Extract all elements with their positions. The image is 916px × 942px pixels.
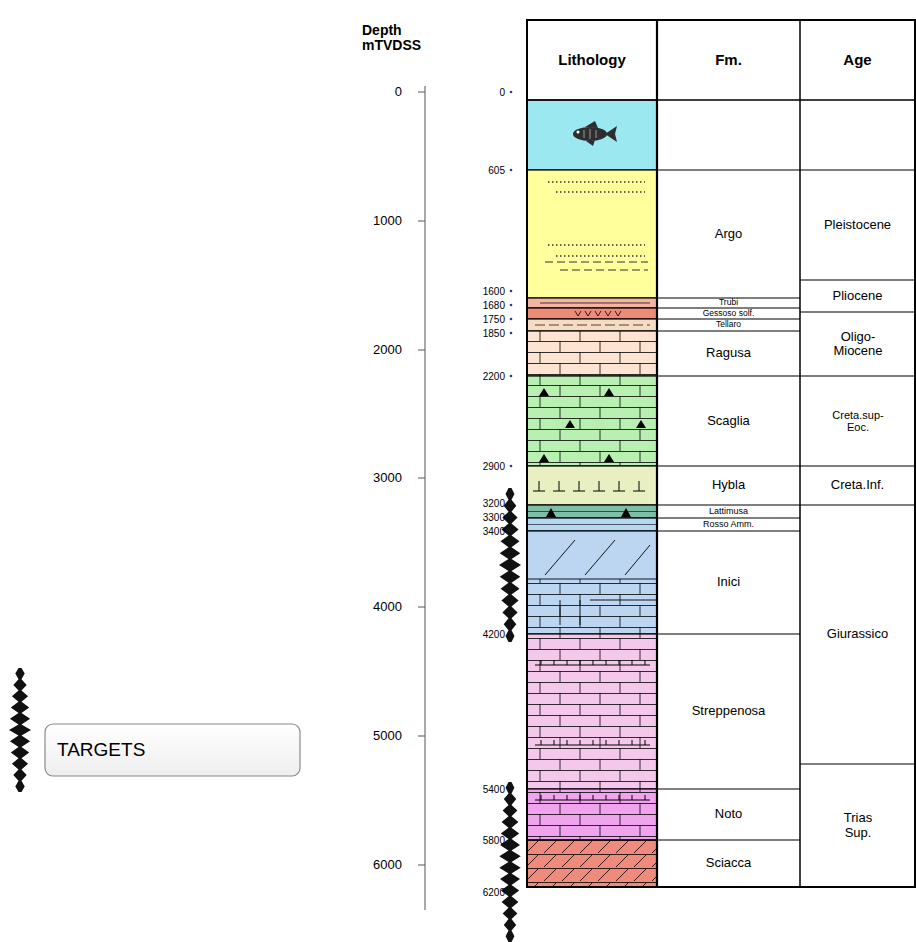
column-header: Lithology	[527, 20, 657, 100]
age-name: Oligo- Miocene	[820, 312, 896, 376]
formation-name: Hybla	[657, 466, 800, 505]
target-symbols	[9, 488, 521, 942]
depth-tick-label: 4000	[336, 598, 402, 616]
formation-name: Inici	[657, 531, 800, 634]
target-symbol	[499, 488, 521, 642]
lithology-patterns	[527, 182, 657, 887]
age-name: Pliocene	[800, 280, 915, 312]
age-name: Pleistocene	[800, 170, 915, 280]
depth-marker: 2200	[440, 370, 505, 382]
age-name: Creta.sup- Eoc.	[825, 376, 891, 466]
formation-name: Rosso Amm.	[657, 518, 800, 531]
table-grid	[527, 20, 915, 887]
formation-name: Ragusa	[657, 331, 800, 376]
depth-axis	[418, 86, 425, 910]
depth-marker: 3400	[440, 525, 505, 537]
target-symbol	[9, 668, 31, 792]
depth-marker: 2900	[440, 460, 505, 472]
age-name: Creta.Inf.	[800, 466, 915, 505]
fish-icon	[573, 121, 617, 146]
depth-tick-label: 0	[336, 83, 402, 101]
age-name: Giurassico	[800, 505, 915, 764]
depth-tick-label: 2000	[336, 341, 402, 359]
depth-tick-label: 6000	[336, 856, 402, 874]
depth-marker: 4200	[440, 628, 505, 640]
axis-title: Depth mTVDSS	[362, 18, 434, 58]
depth-marker: 1680	[440, 299, 505, 311]
depth-marker: 0	[440, 86, 505, 98]
formation-name: Sciacca	[657, 840, 800, 887]
formation-name: Tellaro	[657, 319, 800, 331]
target-symbol	[499, 782, 520, 942]
formation-name: Lattimusa	[657, 505, 800, 518]
legend-text: TARGETS	[57, 726, 295, 774]
depth-tick-label: 3000	[336, 469, 402, 487]
lithology-layers	[527, 100, 657, 887]
age-name: Trias Sup.	[830, 764, 886, 887]
depth-marker: 6200	[440, 886, 505, 898]
depth-marker: 5800	[440, 834, 505, 846]
legend-box	[45, 724, 300, 776]
formation-name: Streppenosa	[657, 634, 800, 789]
depth-marker: 605	[440, 164, 505, 176]
depth-marker: 5400	[440, 783, 505, 795]
depth-marker: 1750	[440, 313, 505, 325]
column-header: Age	[800, 20, 915, 100]
formation-name: Scaglia	[657, 376, 800, 466]
formation-name: Argo	[657, 170, 800, 298]
column-header: Fm.	[657, 20, 800, 100]
formation-name: Gessoso solf.	[657, 308, 800, 319]
depth-marker: 3200	[440, 497, 505, 509]
depth-marker: 1600	[440, 285, 505, 297]
formation-name: Trubi	[657, 298, 800, 308]
depth-marker: 3300	[440, 511, 505, 523]
depth-tick-label: 5000	[336, 727, 402, 745]
formation-name: Noto	[657, 789, 800, 840]
depth-tick-label: 1000	[336, 212, 402, 230]
depth-marker: 1850	[440, 327, 505, 339]
